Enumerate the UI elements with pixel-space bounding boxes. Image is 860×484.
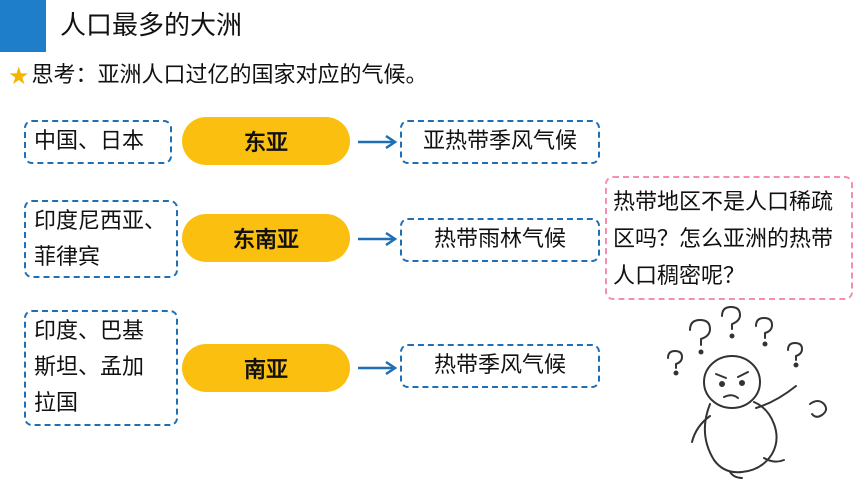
question-text: 思考：亚洲人口过亿的国家对应的气候。	[31, 63, 428, 88]
region-pill-south-asia: 南亚	[182, 344, 350, 392]
thought-note: 热带地区不是人口稀疏区吗？怎么亚洲的热带人口稠密呢？	[605, 176, 853, 300]
right-arrow-icon	[358, 135, 398, 149]
climate-box-east-asia: 亚热带季风气候	[400, 120, 600, 164]
page-title: 人口最多的大洲	[60, 11, 243, 41]
question-line: ★ 思考：亚洲人口过亿的国家对应的气候。	[8, 60, 428, 92]
climate-box-south-asia: 热带季风气候	[400, 344, 600, 388]
star-icon: ★	[8, 62, 30, 90]
right-arrow-icon	[358, 361, 398, 375]
countries-text: 菲律宾	[34, 245, 101, 270]
climate-box-southeast-asia: 热带雨林气候	[400, 218, 600, 262]
region-label: 东亚	[243, 131, 288, 156]
countries-text: 斯坦、孟加	[34, 355, 145, 380]
climate-text: 亚热带季风气候	[422, 129, 577, 154]
title-accent-bar	[0, 0, 46, 52]
region-label: 南亚	[243, 358, 288, 383]
countries-box-southeast-asia: 印度尼西亚、 菲律宾	[24, 200, 178, 278]
countries-text: 印度、巴基	[34, 319, 145, 344]
countries-text: 印度尼西亚、	[34, 209, 167, 234]
countries-text: 拉国	[34, 391, 79, 416]
countries-text: 中国、日本	[34, 129, 145, 154]
countries-box-south-asia: 印度、巴基 斯坦、孟加 拉国	[24, 310, 178, 426]
note-text: 热带地区不是人口稀疏区吗？怎么亚洲的热带人口稠密呢？	[613, 190, 834, 289]
confused-figure-icon	[667, 306, 828, 479]
climate-text: 热带雨林气候	[433, 227, 566, 252]
region-pill-east-asia: 东亚	[182, 117, 350, 165]
region-pill-southeast-asia: 东南亚	[182, 214, 350, 262]
countries-box-east-asia: 中国、日本	[24, 120, 172, 164]
region-label: 东南亚	[232, 228, 299, 253]
right-arrow-icon	[358, 232, 398, 246]
climate-text: 热带季风气候	[433, 353, 566, 378]
